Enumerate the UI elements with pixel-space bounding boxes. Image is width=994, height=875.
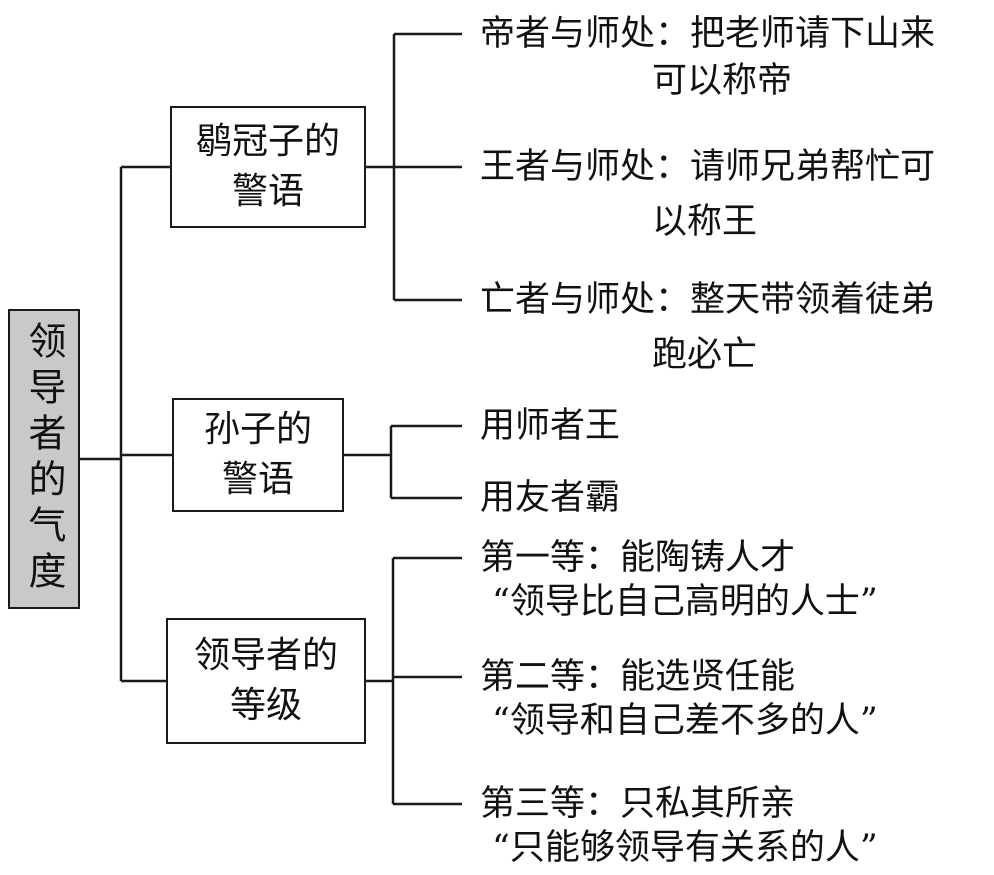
leaf-text: 王者与师处：请师兄弟帮忙可 bbox=[480, 147, 936, 187]
leaf-text: 第二等：能选贤任能 bbox=[480, 657, 796, 697]
leaf-text-continuation: 可以称帝 bbox=[652, 61, 793, 101]
leaf-text: 帝者与师处：把老师请下山来 bbox=[480, 14, 936, 54]
branch-box-leader-levels: 领导者的 等级 bbox=[166, 618, 366, 744]
leaf-text-continuation: 跑必亡 bbox=[652, 335, 758, 375]
leaf-quote-text: “领导比自己高明的人士” bbox=[492, 582, 878, 622]
branch-label-line: 警语 bbox=[231, 171, 304, 212]
root-node: 领导者的气度 bbox=[8, 309, 80, 609]
leaf-quote-text: “领导和自己差不多的人” bbox=[492, 701, 878, 741]
branch-label-line: 领导者的 bbox=[193, 634, 338, 676]
branch-label-line: 警语 bbox=[221, 459, 294, 500]
leaf-text: 第三等：只私其所亲 bbox=[480, 784, 796, 824]
leaf-text-continuation: 以称王 bbox=[652, 202, 758, 242]
leaf-quote-text: “只能够领导有关系的人” bbox=[492, 828, 878, 868]
leaf-text: 亡者与师处：整天带领着徒弟 bbox=[480, 280, 936, 320]
branch-label-line: 等级 bbox=[229, 685, 302, 726]
branch-label-line: 鹖冠子的 bbox=[195, 120, 340, 162]
branch-box-sunzi: 孙子的 警语 bbox=[172, 398, 344, 512]
leaf-text: 用师者王 bbox=[480, 406, 621, 446]
leaf-text: 第一等：能陶铸人才 bbox=[480, 538, 796, 578]
branch-box-heguanzi: 鹖冠子的 警语 bbox=[170, 106, 366, 228]
root-label: 领导者的气度 bbox=[22, 321, 66, 597]
branch-label-line: 孙子的 bbox=[203, 408, 312, 450]
leaf-text: 用友者霸 bbox=[480, 478, 621, 518]
